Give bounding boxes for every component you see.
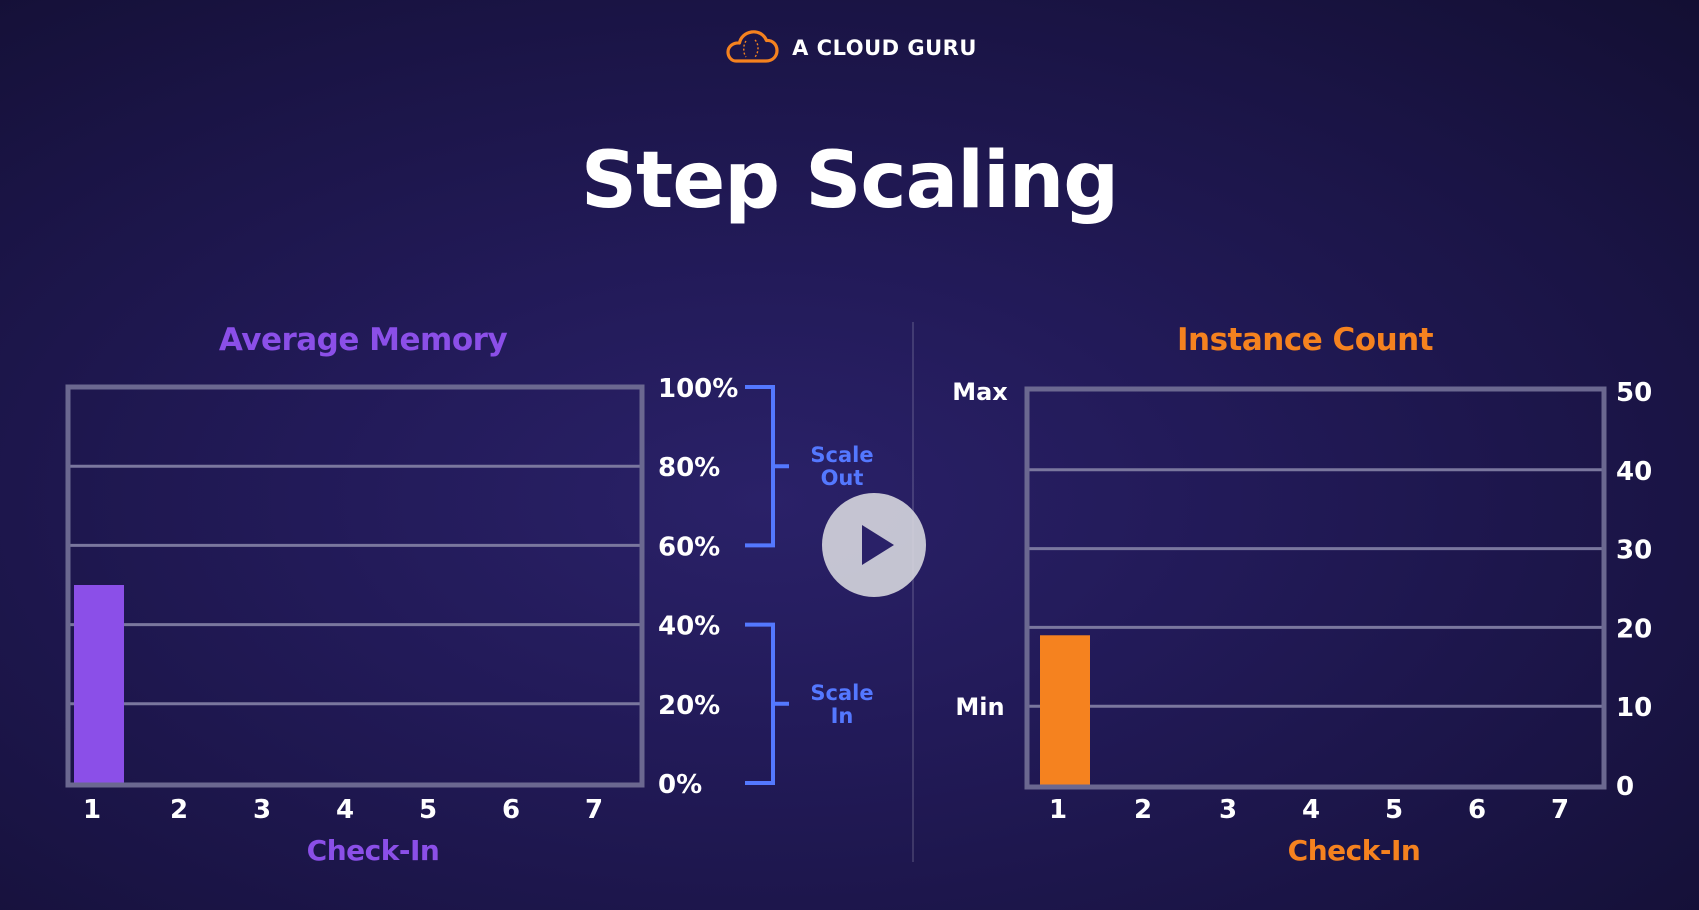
y-tick-label: 50	[1616, 378, 1652, 408]
cloud-icon	[726, 30, 779, 63]
level-label: Min	[955, 693, 1004, 721]
y-tick-label: 20	[1616, 614, 1652, 644]
chart-title: Instance Count	[1177, 322, 1434, 358]
plot-frame	[65, 384, 645, 788]
x-tick-label: 3	[253, 795, 271, 825]
bracket-label: Out	[821, 466, 864, 490]
header: A CLOUD GURU	[0, 20, 1699, 76]
bracket-label: Scale	[810, 681, 873, 705]
x-axis-label: Check-In	[307, 834, 440, 867]
x-tick-label: 5	[1385, 795, 1403, 825]
play-icon	[862, 525, 894, 565]
page-title: Step Scaling	[580, 136, 1119, 226]
x-tick-label: 1	[1049, 795, 1067, 825]
bracket	[745, 622, 789, 785]
y-tick-label: 0%	[658, 770, 702, 800]
plot-frame	[1024, 386, 1607, 790]
bracket	[745, 385, 789, 548]
x-tick-label: 6	[502, 795, 520, 825]
x-tick-label: 6	[1468, 795, 1486, 825]
y-tick-label: 30	[1616, 536, 1652, 566]
logo-text: A CLOUD GURU	[792, 36, 977, 60]
chart-title: Average Memory	[219, 322, 508, 358]
x-tick-label: 4	[1302, 795, 1320, 825]
bracket-label: Scale	[810, 443, 873, 467]
x-axis-label: Check-In	[1288, 834, 1421, 867]
x-tick-label: 3	[1219, 795, 1237, 825]
x-tick-label: 2	[1134, 795, 1152, 825]
bracket-label: In	[831, 704, 854, 728]
y-tick-label: 80%	[658, 453, 720, 483]
y-tick-label: 0	[1616, 772, 1634, 802]
x-tick-label: 5	[419, 795, 437, 825]
divider	[912, 322, 914, 862]
y-tick-label: 20%	[658, 691, 720, 721]
x-tick-label: 1	[83, 795, 101, 825]
play-button[interactable]	[822, 493, 926, 597]
x-tick-label: 7	[585, 795, 603, 825]
y-tick-label: 10	[1616, 693, 1652, 723]
level-label: Max	[952, 378, 1008, 406]
x-tick-label: 4	[336, 795, 354, 825]
x-tick-label: 2	[170, 795, 188, 825]
data-bar	[1040, 635, 1090, 785]
y-tick-label: 60%	[658, 532, 720, 562]
y-tick-label: 100%	[658, 374, 738, 404]
y-tick-label: 40%	[658, 612, 720, 642]
data-bar	[74, 585, 124, 783]
x-tick-label: 7	[1551, 795, 1569, 825]
y-tick-label: 40	[1616, 457, 1652, 487]
